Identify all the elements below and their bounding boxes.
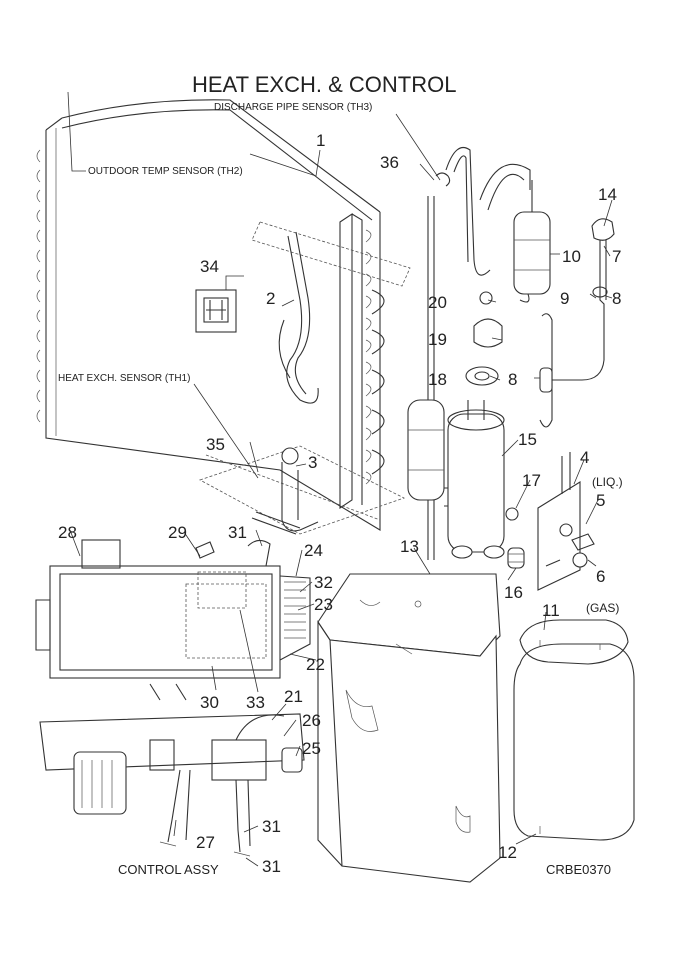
callout-28: 28 — [58, 523, 77, 542]
callout-6: 6 — [596, 567, 605, 586]
callout-20: 20 — [428, 293, 447, 312]
heat-exchanger-drawing — [36, 99, 411, 531]
nut-cover-gasket-drawing — [465, 291, 503, 386]
callout-3: 3 — [308, 453, 317, 472]
callout-numbers: 1 2 3 4 5 6 7 8 8 9 10 11 12 13 14 15 16… — [58, 131, 621, 876]
callout-14: 14 — [598, 185, 617, 204]
compressor-15-drawing — [407, 399, 505, 559]
callout-27: 27 — [196, 833, 215, 852]
side-panel-11-12-drawing — [513, 619, 635, 841]
callout-5: 5 — [596, 491, 605, 510]
callout-13: 13 — [400, 537, 419, 556]
valve-coil-drawing — [539, 218, 615, 428]
callout-2: 2 — [266, 289, 275, 308]
callout-8a: 8 — [612, 289, 621, 308]
liq-label: (LIQ.) — [592, 475, 623, 489]
callout-9: 9 — [560, 289, 569, 308]
discharge-sensor-label: DISCHARGE PIPE SENSOR (TH3) — [214, 102, 372, 113]
heat-exch-sensor-label: HEAT EXCH. SENSOR (TH1) — [58, 373, 190, 384]
cabinet-13-drawing — [317, 573, 501, 883]
valve-bracket-drawing — [199, 445, 406, 535]
callout-16: 16 — [504, 583, 523, 602]
callout-8b: 8 — [508, 370, 517, 389]
outdoor-sensor-label: OUTDOOR TEMP SENSOR (TH2) — [88, 166, 243, 177]
bracket-34-drawing — [195, 289, 237, 333]
drawing-code: CRBE0370 — [546, 862, 611, 877]
callout-34: 34 — [200, 257, 219, 276]
callout-1: 1 — [316, 131, 325, 150]
grommet-nut-drawing — [505, 507, 525, 569]
callout-4: 4 — [580, 448, 589, 467]
callout-32: 32 — [314, 573, 333, 592]
callout-17: 17 — [522, 471, 541, 490]
callout-25: 25 — [302, 739, 321, 758]
callout-36: 36 — [380, 153, 399, 172]
callout-15: 15 — [518, 430, 537, 449]
callout-33: 33 — [246, 693, 265, 712]
pipe-assembly-drawing — [278, 231, 319, 404]
callout-23: 23 — [314, 595, 333, 614]
callout-24: 24 — [304, 541, 323, 560]
callout-31b: 31 — [262, 817, 281, 836]
callout-31a: 31 — [228, 523, 247, 542]
callout-leaders — [69, 149, 613, 867]
callout-19: 19 — [428, 330, 447, 349]
gas-label: (GAS) — [586, 601, 619, 615]
callout-12: 12 — [498, 843, 517, 862]
callout-18: 18 — [428, 370, 447, 389]
control-assy-caption: CONTROL ASSY — [118, 862, 219, 877]
diagram-title: HEAT EXCH. & CONTROL — [192, 72, 456, 97]
callout-22: 22 — [306, 655, 325, 674]
callout-11: 11 — [542, 601, 560, 620]
control-assy-drawing — [39, 713, 305, 857]
callout-7: 7 — [612, 247, 621, 266]
callout-10: 10 — [562, 247, 581, 266]
callout-30: 30 — [200, 693, 219, 712]
callout-29: 29 — [168, 523, 187, 542]
control-box-drawing — [35, 539, 311, 701]
callout-35: 35 — [206, 435, 225, 454]
callout-26: 26 — [302, 711, 321, 730]
accumulator-10-drawing — [513, 180, 551, 303]
callout-21: 21 — [284, 687, 303, 706]
service-valve-panel-drawing — [537, 452, 595, 591]
callout-31c: 31 — [262, 857, 281, 876]
